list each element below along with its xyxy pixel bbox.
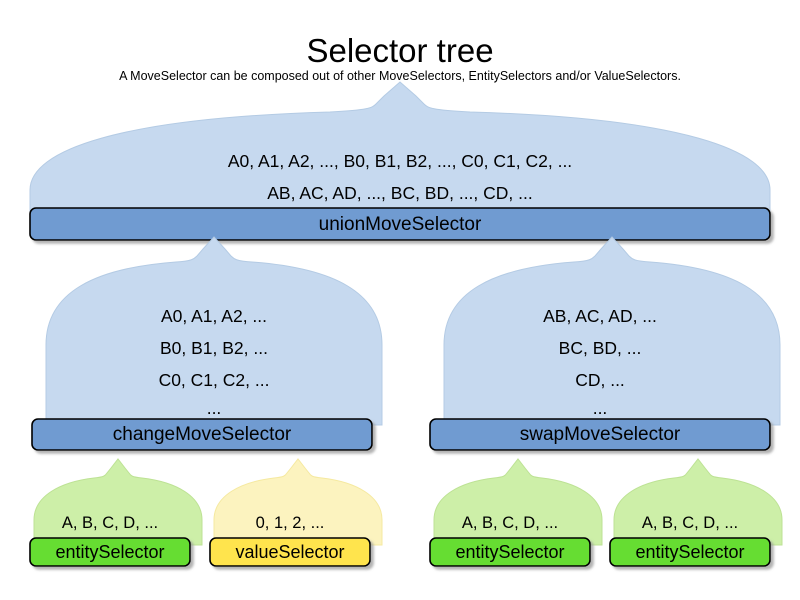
leaf3-label: entitySelector	[455, 542, 564, 562]
change-line-4: ...	[207, 398, 222, 418]
leaf2-line-1: 0, 1, 2, ...	[256, 514, 325, 532]
page-subtitle: A MoveSelector can be composed out of ot…	[119, 69, 681, 83]
leaf2-label: valueSelector	[235, 542, 344, 562]
node-swap-move-selector[interactable]: AB, AC, AD, ... BC, BD, ... CD, ... ... …	[429, 236, 781, 451]
node-entity-selector-3[interactable]: A, B, C, D, ... entitySelector	[609, 458, 783, 567]
union-label-bar[interactable]	[29, 207, 771, 241]
leaf4-line-1: A, B, C, D, ...	[642, 514, 738, 532]
union-line-1: A0, A1, A2, ..., B0, B1, B2, ..., C0, C1…	[228, 151, 572, 171]
swap-line-1: AB, AC, AD, ...	[543, 306, 657, 326]
change-line-2: B0, B1, B2, ...	[160, 338, 268, 358]
swap-line-2: BC, BD, ...	[559, 338, 642, 358]
leaf1-line-1: A, B, C, D, ...	[62, 514, 158, 532]
leaf2-balloon-shape	[213, 458, 383, 546]
change-label: changeMoveSelector	[113, 424, 292, 445]
leaf4-label-bar[interactable]	[609, 537, 771, 567]
union-balloon-shape	[29, 81, 771, 216]
node-entity-selector-2[interactable]: A, B, C, D, ... entitySelector	[429, 458, 603, 567]
swap-balloon-shape	[443, 236, 781, 426]
change-line-1: A0, A1, A2, ...	[161, 306, 267, 326]
change-balloon-shape	[45, 236, 383, 426]
node-entity-selector-1[interactable]: A, B, C, D, ... entitySelector	[29, 458, 203, 567]
node-value-selector[interactable]: 0, 1, 2, ... valueSelector	[209, 458, 383, 567]
union-label: unionMoveSelector	[319, 214, 482, 235]
swap-label-bar[interactable]	[429, 418, 771, 451]
leaf4-label: entitySelector	[635, 542, 744, 562]
leaf3-balloon-shape	[433, 458, 603, 546]
leaf3-line-1: A, B, C, D, ...	[462, 514, 558, 532]
page-title: Selector tree	[306, 32, 493, 69]
leaf1-label: entitySelector	[55, 542, 164, 562]
change-line-3: C0, C1, C2, ...	[159, 370, 270, 390]
leaf2-label-bar[interactable]	[209, 537, 371, 567]
swap-line-4: ...	[593, 398, 608, 418]
node-union-move-selector[interactable]: A0, A1, A2, ..., B0, B1, B2, ..., C0, C1…	[29, 81, 771, 241]
leaf1-label-bar[interactable]	[29, 537, 191, 567]
leaf3-label-bar[interactable]	[429, 537, 591, 567]
swap-line-3: CD, ...	[575, 370, 625, 390]
leaf1-balloon-shape	[33, 458, 203, 546]
change-label-bar[interactable]	[31, 418, 373, 451]
node-change-move-selector[interactable]: A0, A1, A2, ... B0, B1, B2, ... C0, C1, …	[31, 236, 383, 451]
union-line-2: AB, AC, AD, ..., BC, BD, ..., CD, ...	[267, 183, 532, 203]
swap-label: swapMoveSelector	[520, 424, 681, 445]
leaf4-balloon-shape	[613, 458, 783, 546]
